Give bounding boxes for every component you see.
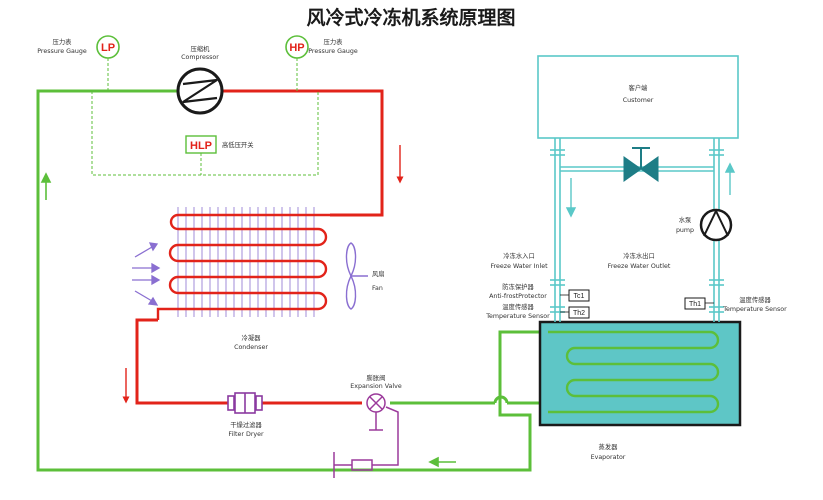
suction-flow-arrows xyxy=(40,172,456,468)
lp-gauge: LP xyxy=(96,35,120,59)
pump-label-cn: 水泵 xyxy=(679,215,692,224)
anti-frost-tag: Tc1 xyxy=(574,293,585,300)
compressor-icon xyxy=(176,67,224,115)
discharge-flow-arrows xyxy=(122,145,404,404)
temp-sensor-out-label-cn: 温度传感器 xyxy=(739,295,771,304)
airflow-arrows xyxy=(132,242,161,306)
pressure-sense-lines xyxy=(91,58,319,176)
compressor-label-cn: 压缩机 xyxy=(191,44,211,53)
condenser-coil xyxy=(156,207,330,320)
hp-label-cn: 压力表 xyxy=(324,37,344,46)
hlp-label-cn: 高低压开关 xyxy=(222,140,254,149)
anti-frost-sensor: Tc1 xyxy=(560,289,590,302)
temp-sensor-in-label-cn: 温度传感器 xyxy=(502,302,534,311)
freeze-water-outlet-label-cn: 冷冻水出口 xyxy=(623,251,654,260)
diagram-title: 风冷式冷冻机系统原理图 xyxy=(306,6,515,29)
lp-badge: LP xyxy=(101,42,115,54)
water-flow-arrows xyxy=(565,162,736,218)
evaporator xyxy=(538,320,742,427)
th1-tag: Th1 xyxy=(689,301,701,308)
compressor-label-en: Compressor xyxy=(181,54,219,61)
customer-label-en: Customer xyxy=(623,97,654,104)
hp-gauge: HP xyxy=(285,35,309,59)
fan-icon xyxy=(345,242,368,310)
temp-sensor-out-label-en: Temperature Sensor xyxy=(722,306,787,313)
hp-badge: HP xyxy=(289,42,304,54)
pump-icon xyxy=(699,208,733,242)
th2-tag: Th2 xyxy=(573,310,585,317)
temp-sensor-th2: Th2 xyxy=(560,306,590,319)
pump-label-en: pump xyxy=(676,227,694,234)
filter-dryer-icon xyxy=(227,392,263,414)
evaporator-label-en: Evaporator xyxy=(591,454,626,461)
suction-line xyxy=(36,89,540,472)
anti-frost-label-en: Anti-frostProtector xyxy=(489,293,547,300)
hp-label-en: Pressure Gauge xyxy=(308,48,358,55)
evaporator-label-cn: 蒸发器 xyxy=(599,442,619,451)
fan-label-en: Fan xyxy=(372,285,383,292)
expansion-valve-icon xyxy=(333,393,399,478)
hlp-badge: HLP xyxy=(190,140,212,152)
freeze-water-outlet-label-en: Freeze Water Outlet xyxy=(608,263,671,270)
temp-sensor-in-label-en: Temperature Sensor xyxy=(485,313,550,320)
hlp-switch: HLP xyxy=(185,135,217,154)
filter-dryer-label-cn: 干燥过滤器 xyxy=(230,420,262,429)
expansion-valve-label-cn: 膨胀阀 xyxy=(367,373,386,382)
temp-sensor-th1: Th1 xyxy=(684,297,714,310)
customer-label-cn: 客户端 xyxy=(629,83,649,92)
lp-label-en: Pressure Gauge xyxy=(37,48,87,55)
fan-label-cn: 风扇 xyxy=(372,269,385,278)
freeze-water-inlet-label-en: Freeze Water Inlet xyxy=(490,263,548,270)
water-loop xyxy=(537,55,739,322)
anti-frost-label-cn: 防冻保护器 xyxy=(502,282,534,291)
bypass-valve-icon xyxy=(623,147,659,182)
filter-dryer-label-en: Filter Dryer xyxy=(228,431,264,438)
freeze-water-inlet-label-cn: 冷冻水入口 xyxy=(503,251,534,260)
expansion-valve-label-en: Expansion Valve xyxy=(350,383,402,390)
lp-label-cn: 压力表 xyxy=(53,37,73,46)
discharge-line xyxy=(135,89,384,405)
condenser-label-en: Condenser xyxy=(234,344,268,351)
condenser-label-cn: 冷凝器 xyxy=(242,333,262,342)
